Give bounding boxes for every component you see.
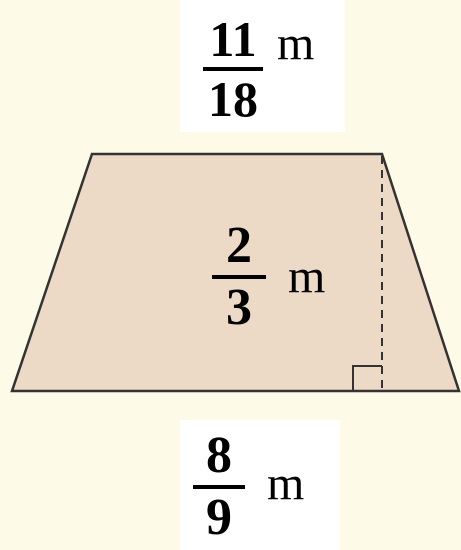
top-base-unit: m	[277, 17, 315, 70]
bottom-base-numerator: 8	[206, 427, 232, 484]
bottom-base-fraction-bar	[193, 485, 245, 489]
bottom-base-denominator: 9	[206, 489, 232, 546]
height-fraction: 2 3	[212, 220, 266, 334]
height-numerator: 2	[226, 217, 252, 274]
height-label: 2 3 m	[212, 220, 325, 334]
height-fraction-bar	[212, 275, 266, 279]
top-base-denominator: 18	[208, 71, 258, 127]
top-base-fraction: 11 18	[203, 14, 263, 124]
bottom-base-fraction: 8 9	[193, 430, 245, 544]
right-angle-marker	[352, 365, 382, 391]
height-denominator: 3	[226, 279, 252, 336]
trapezoid	[10, 152, 461, 393]
top-base-label: 11 18 m	[203, 14, 314, 124]
top-label-background	[180, 0, 345, 132]
bottom-base-label: 8 9 m	[193, 430, 304, 544]
top-base-fraction-bar	[203, 67, 263, 71]
height-unit: m	[288, 250, 326, 303]
top-base-numerator: 11	[209, 11, 257, 67]
bottom-base-unit: m	[267, 457, 305, 510]
